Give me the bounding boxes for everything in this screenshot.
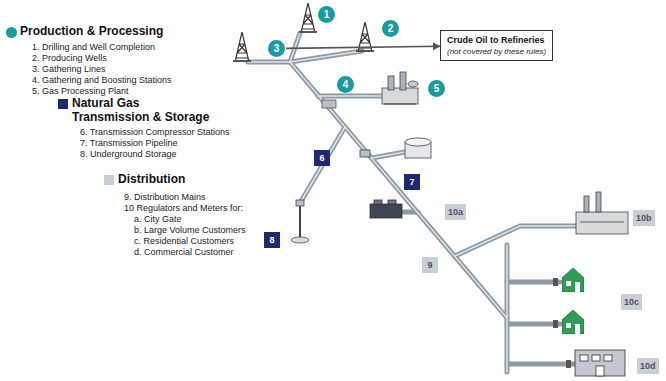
wells [233, 3, 374, 62]
callout-number: 9 [422, 257, 438, 273]
legend-item-text: 6. Transmission Compressor Stations [80, 127, 230, 138]
section-heading: Production & Processing [20, 24, 163, 38]
node-text: 8 [269, 232, 274, 248]
legend-item-text: 7. Transmission Pipeline [80, 138, 178, 149]
node-text: 4 [343, 77, 349, 93]
boosting-station [322, 100, 336, 108]
callout-number: 2 [382, 20, 399, 37]
callout-number: 1 [318, 6, 335, 23]
well-derrick [299, 3, 317, 33]
house-icon [562, 268, 584, 292]
meters [553, 278, 571, 368]
legend-item-text: 1. Drilling and Well Completion [32, 42, 155, 53]
city-gate-station [370, 200, 402, 218]
node-text: 9 [427, 257, 432, 273]
callout-number: 10a [445, 204, 466, 220]
large-volume-customer [576, 192, 628, 234]
callout-number: 7 [404, 174, 420, 190]
callout-number: 5 [428, 80, 445, 97]
legend-swatch [6, 27, 17, 38]
compressor-station [360, 138, 431, 158]
residential-customers [562, 268, 584, 334]
node-text: (not covered by these rules) [447, 46, 546, 57]
legend-item-text: 2. Producing Wells [32, 53, 107, 64]
legend-item-text: c. Residential Customers [134, 236, 234, 247]
node-text: 7 [409, 174, 414, 190]
legend-item-text: a. City Gate [134, 214, 182, 225]
flow-arrow [286, 46, 440, 48]
legend-item-text: 8. Underground Storage [80, 149, 177, 160]
note-box: Crude Oil to Refineries(not covered by t… [440, 30, 553, 61]
section-heading: Distribution [118, 172, 185, 186]
legend-item-text: b. Large Volume Customers [134, 225, 246, 236]
callout-number: 10c [621, 294, 642, 310]
node-text: 10a [448, 204, 463, 220]
node-text: 3 [274, 41, 280, 57]
callout-number: 8 [264, 232, 280, 248]
node-text: 10d [640, 358, 656, 374]
legend-item-text: 3. Gathering Lines [32, 64, 106, 75]
well-derrick [233, 32, 251, 62]
callout-number: 10b [633, 210, 655, 226]
legend-item-text: d. Commercial Customer [134, 247, 234, 258]
legend-item-text: 4. Gathering and Boosting Stations [32, 75, 172, 86]
house-icon [562, 310, 584, 334]
processing-plant [382, 72, 418, 104]
section-heading: Natural Gas Transmission & Storage [72, 96, 216, 124]
legend-item-text: 10 Regulators and Meters for: [124, 203, 243, 214]
legend-swatch [104, 175, 114, 185]
node-text: Crude Oil to Refineries [447, 34, 546, 46]
node-text: 6 [319, 150, 324, 166]
node-text: 5 [434, 81, 440, 97]
legend-item-text: 5. Gas Processing Plant [32, 86, 129, 97]
legend-item-text: 9. Distribution Mains [124, 192, 206, 203]
underground-storage [291, 200, 309, 243]
callout-number: 3 [268, 40, 285, 57]
node-text: 1 [324, 7, 330, 23]
pipelines [248, 33, 576, 372]
legend-swatch [58, 99, 68, 109]
node-text: 10c [624, 294, 639, 310]
node-text: 10b [636, 210, 652, 226]
commercial-customer [575, 350, 625, 376]
callout-number: 6 [314, 150, 330, 166]
node-text: 2 [388, 21, 394, 37]
callout-number: 4 [337, 76, 354, 93]
callout-number: 10d [637, 358, 659, 374]
